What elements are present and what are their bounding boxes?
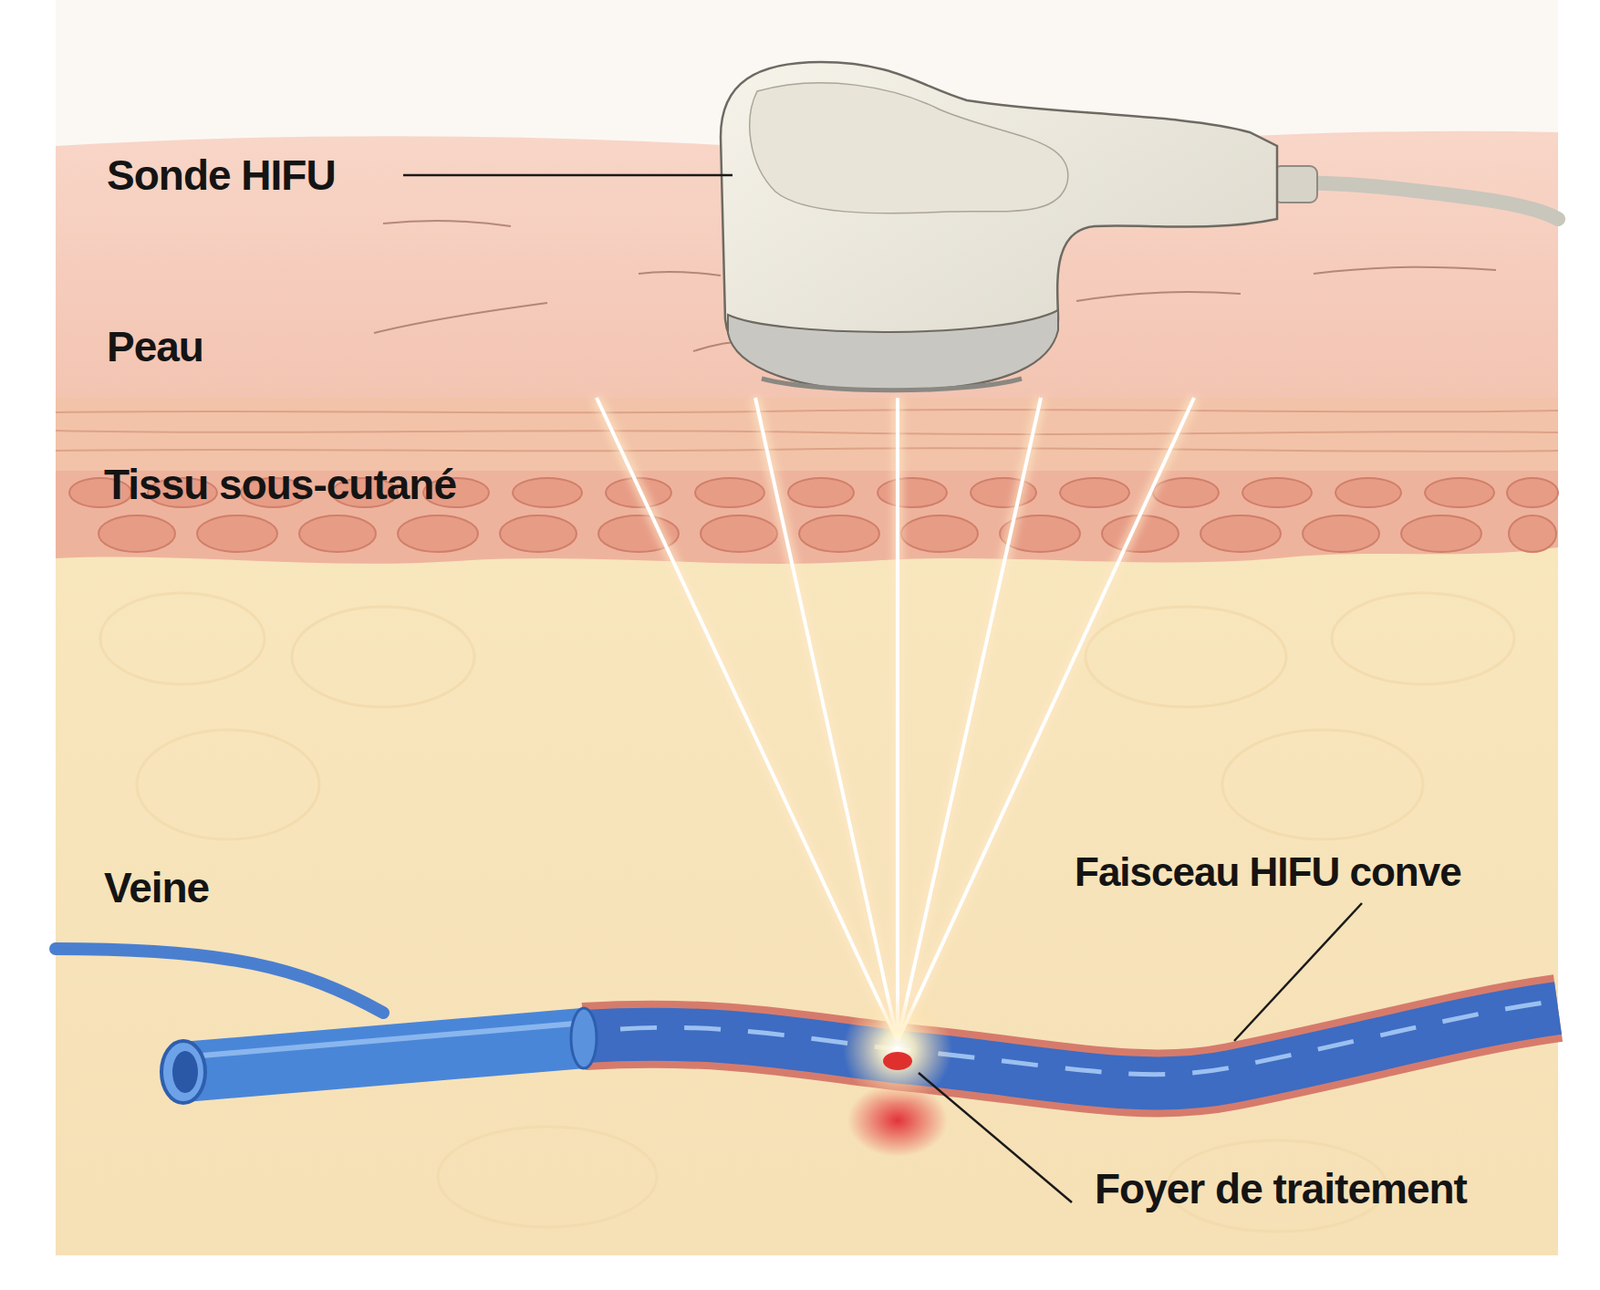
probe-cable — [1277, 182, 1559, 219]
vein-opening — [161, 1040, 206, 1103]
leader-lines — [403, 175, 1362, 1203]
dermis-layer — [55, 397, 1559, 471]
focus-label: Foyer de traitement — [1094, 1167, 1467, 1210]
subcutaneous-label: Tissu sous-cutané — [103, 463, 457, 506]
vein-segment-highlight — [191, 1023, 575, 1057]
branch-vein — [55, 948, 384, 1013]
panel — [55, 0, 1559, 1256]
vein-wall — [583, 1007, 1559, 1083]
vein-segment-end — [571, 1007, 597, 1069]
vein-label: Veine — [103, 866, 209, 909]
focus-spot — [883, 1051, 913, 1071]
probe-face — [727, 310, 1059, 391]
beam-label: Faisceau HIFU conve — [1074, 851, 1462, 893]
hifu-probe — [720, 62, 1278, 391]
probe-lens — [761, 378, 1022, 391]
vein — [583, 1007, 1559, 1083]
fat-lobules — [100, 592, 1515, 1232]
vein-highlight — [620, 1001, 1551, 1075]
probe-connector — [1273, 166, 1318, 203]
vein-lumen — [172, 1050, 198, 1093]
beam-glow — [596, 397, 1195, 1041]
vein-segment — [183, 1038, 584, 1072]
hifu-beams — [596, 397, 1195, 1041]
dermis-fibres — [55, 409, 1559, 452]
skin-label: Peau — [106, 325, 204, 368]
probe-label: Sonde HIFU — [106, 154, 336, 197]
probe-grip — [749, 83, 1069, 214]
